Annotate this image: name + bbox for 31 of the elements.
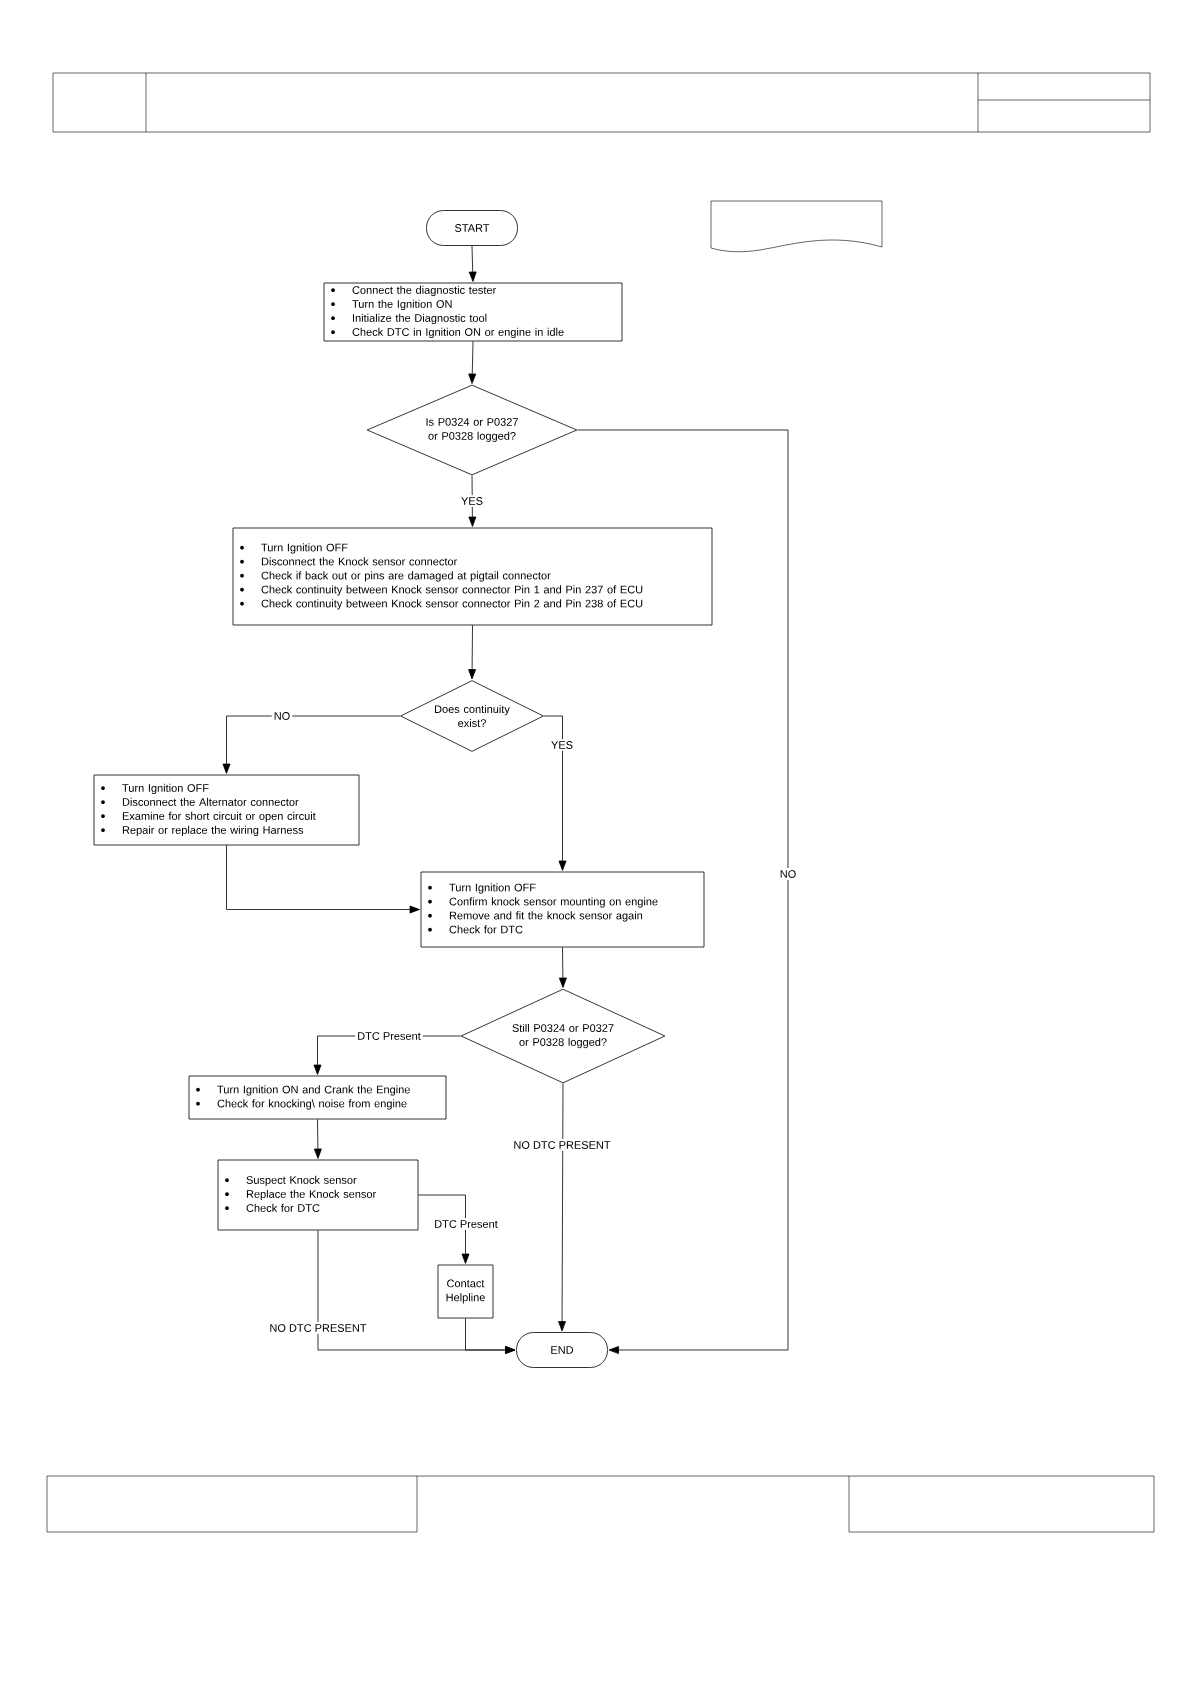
- edge-label: DTC Present: [432, 1218, 500, 1230]
- arrow: [577, 429, 789, 1354]
- arrow: [468, 625, 477, 680]
- process-box: Contact Helpline: [437, 1264, 494, 1319]
- process-box: Turn Ignition OFF Confirm knock sensor mounting on engine Remove and fit the knock sensor again Check for DTC: [420, 871, 705, 948]
- edge-label: NO DTC PRESENT: [267, 1322, 369, 1334]
- process-box: Turn Ignition OFF Disconnect the Alternator connector Examine for short circuit or open circuit Repair or replace the wiring Harness: [93, 774, 360, 846]
- process-box: Turn Ignition OFF Disconnect the Knock sensor connector Check if back out or pins are damaged at pigtail connector Check continuity between Knock sensor connector Pin 1 and Pin 237 of ECU Check continuity between Knock sensor connector Pin 2 and Pin 238 of ECU: [232, 527, 713, 626]
- arrow: [558, 1083, 566, 1332]
- process-box: Connect the diagnostic tester Turn the Ignition ON Initialize the Diagnostic tool Check DTC in Ignition ON or engine in idle: [323, 282, 623, 342]
- document-shape: [710, 200, 883, 253]
- arrow: [468, 475, 477, 527]
- edge-label: DTC Present: [355, 1030, 423, 1042]
- process-box: Suspect Knock sensor Replace the Knock sensor Check for DTC: [217, 1159, 419, 1231]
- start-terminal: START: [426, 210, 518, 246]
- edge-label: NO: [271, 710, 293, 722]
- arrow: [543, 715, 567, 871]
- arrow: [226, 845, 420, 914]
- arrow: [558, 947, 567, 988]
- arrow: [468, 245, 477, 282]
- arrow: [418, 1194, 470, 1264]
- edge-label: NO: [777, 868, 799, 880]
- edge-label: YES: [459, 495, 485, 507]
- edge-label: YES: [549, 739, 575, 751]
- end-terminal: END: [516, 1332, 608, 1368]
- process-box: Turn Ignition ON and Crank the Engine Check for knocking\ noise from engine: [188, 1075, 447, 1120]
- arrow: [468, 341, 477, 384]
- arrow: [313, 1119, 322, 1159]
- edge-label: NO DTC PRESENT: [511, 1139, 613, 1151]
- arrow: [222, 715, 401, 774]
- arrow: [465, 1318, 516, 1354]
